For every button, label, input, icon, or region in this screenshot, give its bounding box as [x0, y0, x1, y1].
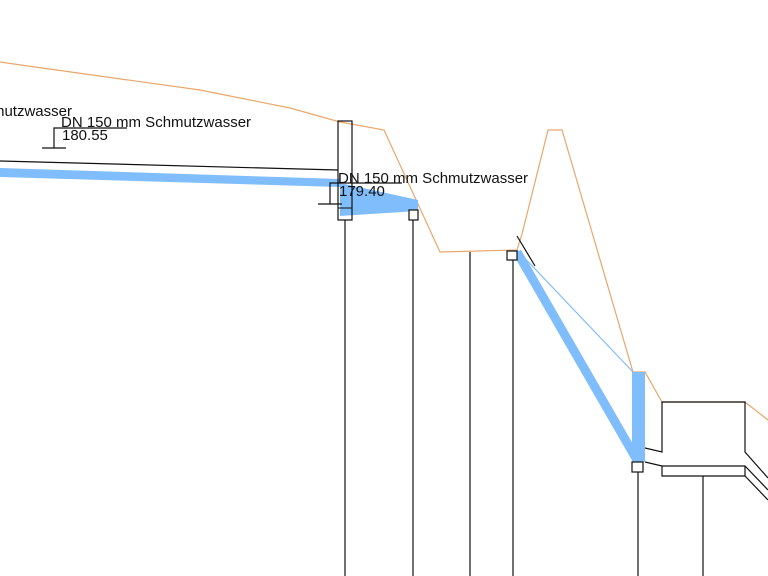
manhole-marker — [506, 250, 518, 261]
pipe-crown-line — [0, 160, 339, 171]
pipe-segment-3 — [513, 249, 641, 463]
terrain-line — [0, 61, 768, 421]
manhole-marker — [408, 209, 419, 221]
elevation-label: 180.55 — [62, 127, 108, 144]
drop-shaft — [632, 372, 645, 462]
pipe-edge — [516, 235, 536, 267]
structure — [644, 401, 768, 576]
elevation-label: 179.40 — [339, 183, 385, 200]
manhole-marker — [631, 461, 644, 473]
label-1: Schmutzwasser DN 150 mm Schmutzwasser 18… — [0, 103, 251, 149]
pipe-thin-line — [516, 249, 634, 373]
pipe-name-label: DN 150 mm Schmutzwasser — [338, 170, 528, 187]
pipe-name-label: DN 150 mm Schmutzwasser — [61, 114, 251, 131]
label-2: DN 150 mm Schmutzwasser 179.40 — [318, 170, 528, 205]
cut-label: Schmutzwasser — [0, 103, 72, 120]
pipe-segment-2 — [340, 183, 418, 216]
pipe-segment-1 — [0, 168, 340, 187]
